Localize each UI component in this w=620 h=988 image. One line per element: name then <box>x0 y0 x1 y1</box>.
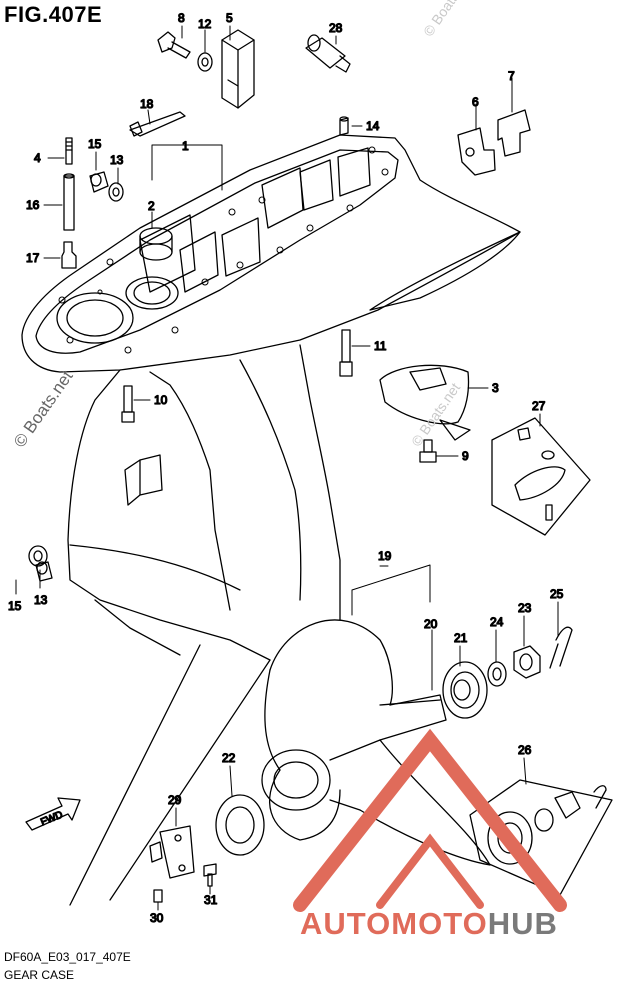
callout-6: 6 <box>472 95 479 109</box>
callout-14: 14 <box>366 119 380 133</box>
callout-11: 11 <box>374 339 387 353</box>
fwd-arrow-icon <box>25 797 81 831</box>
callout-25: 25 <box>550 587 564 601</box>
figure-code: DF60A_E03_017_407E <box>4 950 131 964</box>
callout-12: 12 <box>198 17 212 31</box>
callout-7: 7 <box>508 69 515 83</box>
washer-13-upper[interactable] <box>108 182 124 202</box>
callout-15-lower: 15 <box>8 599 22 613</box>
callout-22: 22 <box>222 751 236 765</box>
bolt-8[interactable] <box>157 31 191 59</box>
callout-labels: 8 12 5 28 7 6 18 14 1 4 15 13 16 2 17 11… <box>7 10 564 925</box>
water-pickup-29[interactable] <box>149 825 195 879</box>
callout-26: 26 <box>518 743 532 757</box>
callout-23: 23 <box>518 601 532 615</box>
washer-13-lower[interactable] <box>28 545 48 567</box>
cable-tie-18[interactable] <box>129 111 186 137</box>
bracket-7[interactable] <box>497 109 531 157</box>
callout-1: 1 <box>182 139 189 153</box>
pipe-16[interactable] <box>63 173 75 231</box>
propeller-19[interactable] <box>261 619 491 866</box>
washer-24[interactable] <box>487 661 507 687</box>
bolt-10[interactable] <box>121 385 135 423</box>
bracket-6[interactable] <box>457 127 496 176</box>
callout-29: 29 <box>168 793 182 807</box>
callout-31: 31 <box>204 893 218 907</box>
nut-23[interactable] <box>513 645 541 679</box>
trim-tab-3[interactable] <box>379 364 471 441</box>
callout-24: 24 <box>490 615 504 629</box>
plug-30[interactable] <box>153 889 163 903</box>
figure-subtitle: GEAR CASE <box>4 968 75 982</box>
cotter-pin-25[interactable] <box>549 626 573 669</box>
prop-nut-kit-26[interactable] <box>469 779 613 896</box>
bolt-9[interactable] <box>419 439 437 463</box>
bolt-11[interactable] <box>339 329 353 377</box>
callout-5: 5 <box>226 11 233 25</box>
callout-20: 20 <box>424 617 438 631</box>
anode-5[interactable] <box>221 29 255 109</box>
figure-title: FIG.407E <box>4 2 103 27</box>
fitting-17[interactable] <box>61 241 77 269</box>
bushing-2[interactable] <box>139 227 173 261</box>
callout-8: 8 <box>178 11 185 25</box>
plug-15-lower[interactable] <box>35 561 53 582</box>
callout-2: 2 <box>148 199 155 213</box>
plug-28[interactable] <box>305 34 351 73</box>
callout-28: 28 <box>329 21 343 35</box>
pin-14[interactable] <box>339 116 349 136</box>
callout-27: 27 <box>532 399 546 413</box>
callout-3: 3 <box>492 381 499 395</box>
callout-30: 30 <box>150 911 164 925</box>
plug-15-upper[interactable] <box>89 171 109 193</box>
callout-18: 18 <box>140 97 154 111</box>
callout-19: 19 <box>378 549 392 563</box>
callout-13-upper: 13 <box>110 153 124 167</box>
brand-wordmark: AUTOMOTOHUB <box>300 906 558 942</box>
gear-case-housing[interactable] <box>21 134 521 906</box>
callout-13-lower: 13 <box>34 593 48 607</box>
brand-part2: HUB <box>487 906 558 941</box>
screw-31[interactable] <box>203 863 217 887</box>
spacer-22[interactable] <box>215 794 265 856</box>
washer-12[interactable] <box>197 52 213 72</box>
callout-16: 16 <box>26 198 40 212</box>
callout-21: 21 <box>454 631 468 645</box>
brand-triangle-icon <box>293 728 567 912</box>
callout-17: 17 <box>26 251 40 265</box>
stud-4[interactable] <box>65 137 73 165</box>
brand-part1: AUTOMOTO <box>300 906 488 941</box>
callout-9: 9 <box>462 449 469 463</box>
thrust-washer-21[interactable] <box>442 661 488 719</box>
leader-lines <box>15 25 559 911</box>
anode-kit-27[interactable] <box>491 417 591 536</box>
callout-15-upper: 15 <box>88 137 102 151</box>
callout-10: 10 <box>154 393 168 407</box>
fwd-label: FWD <box>39 810 64 829</box>
callout-4: 4 <box>34 151 41 165</box>
